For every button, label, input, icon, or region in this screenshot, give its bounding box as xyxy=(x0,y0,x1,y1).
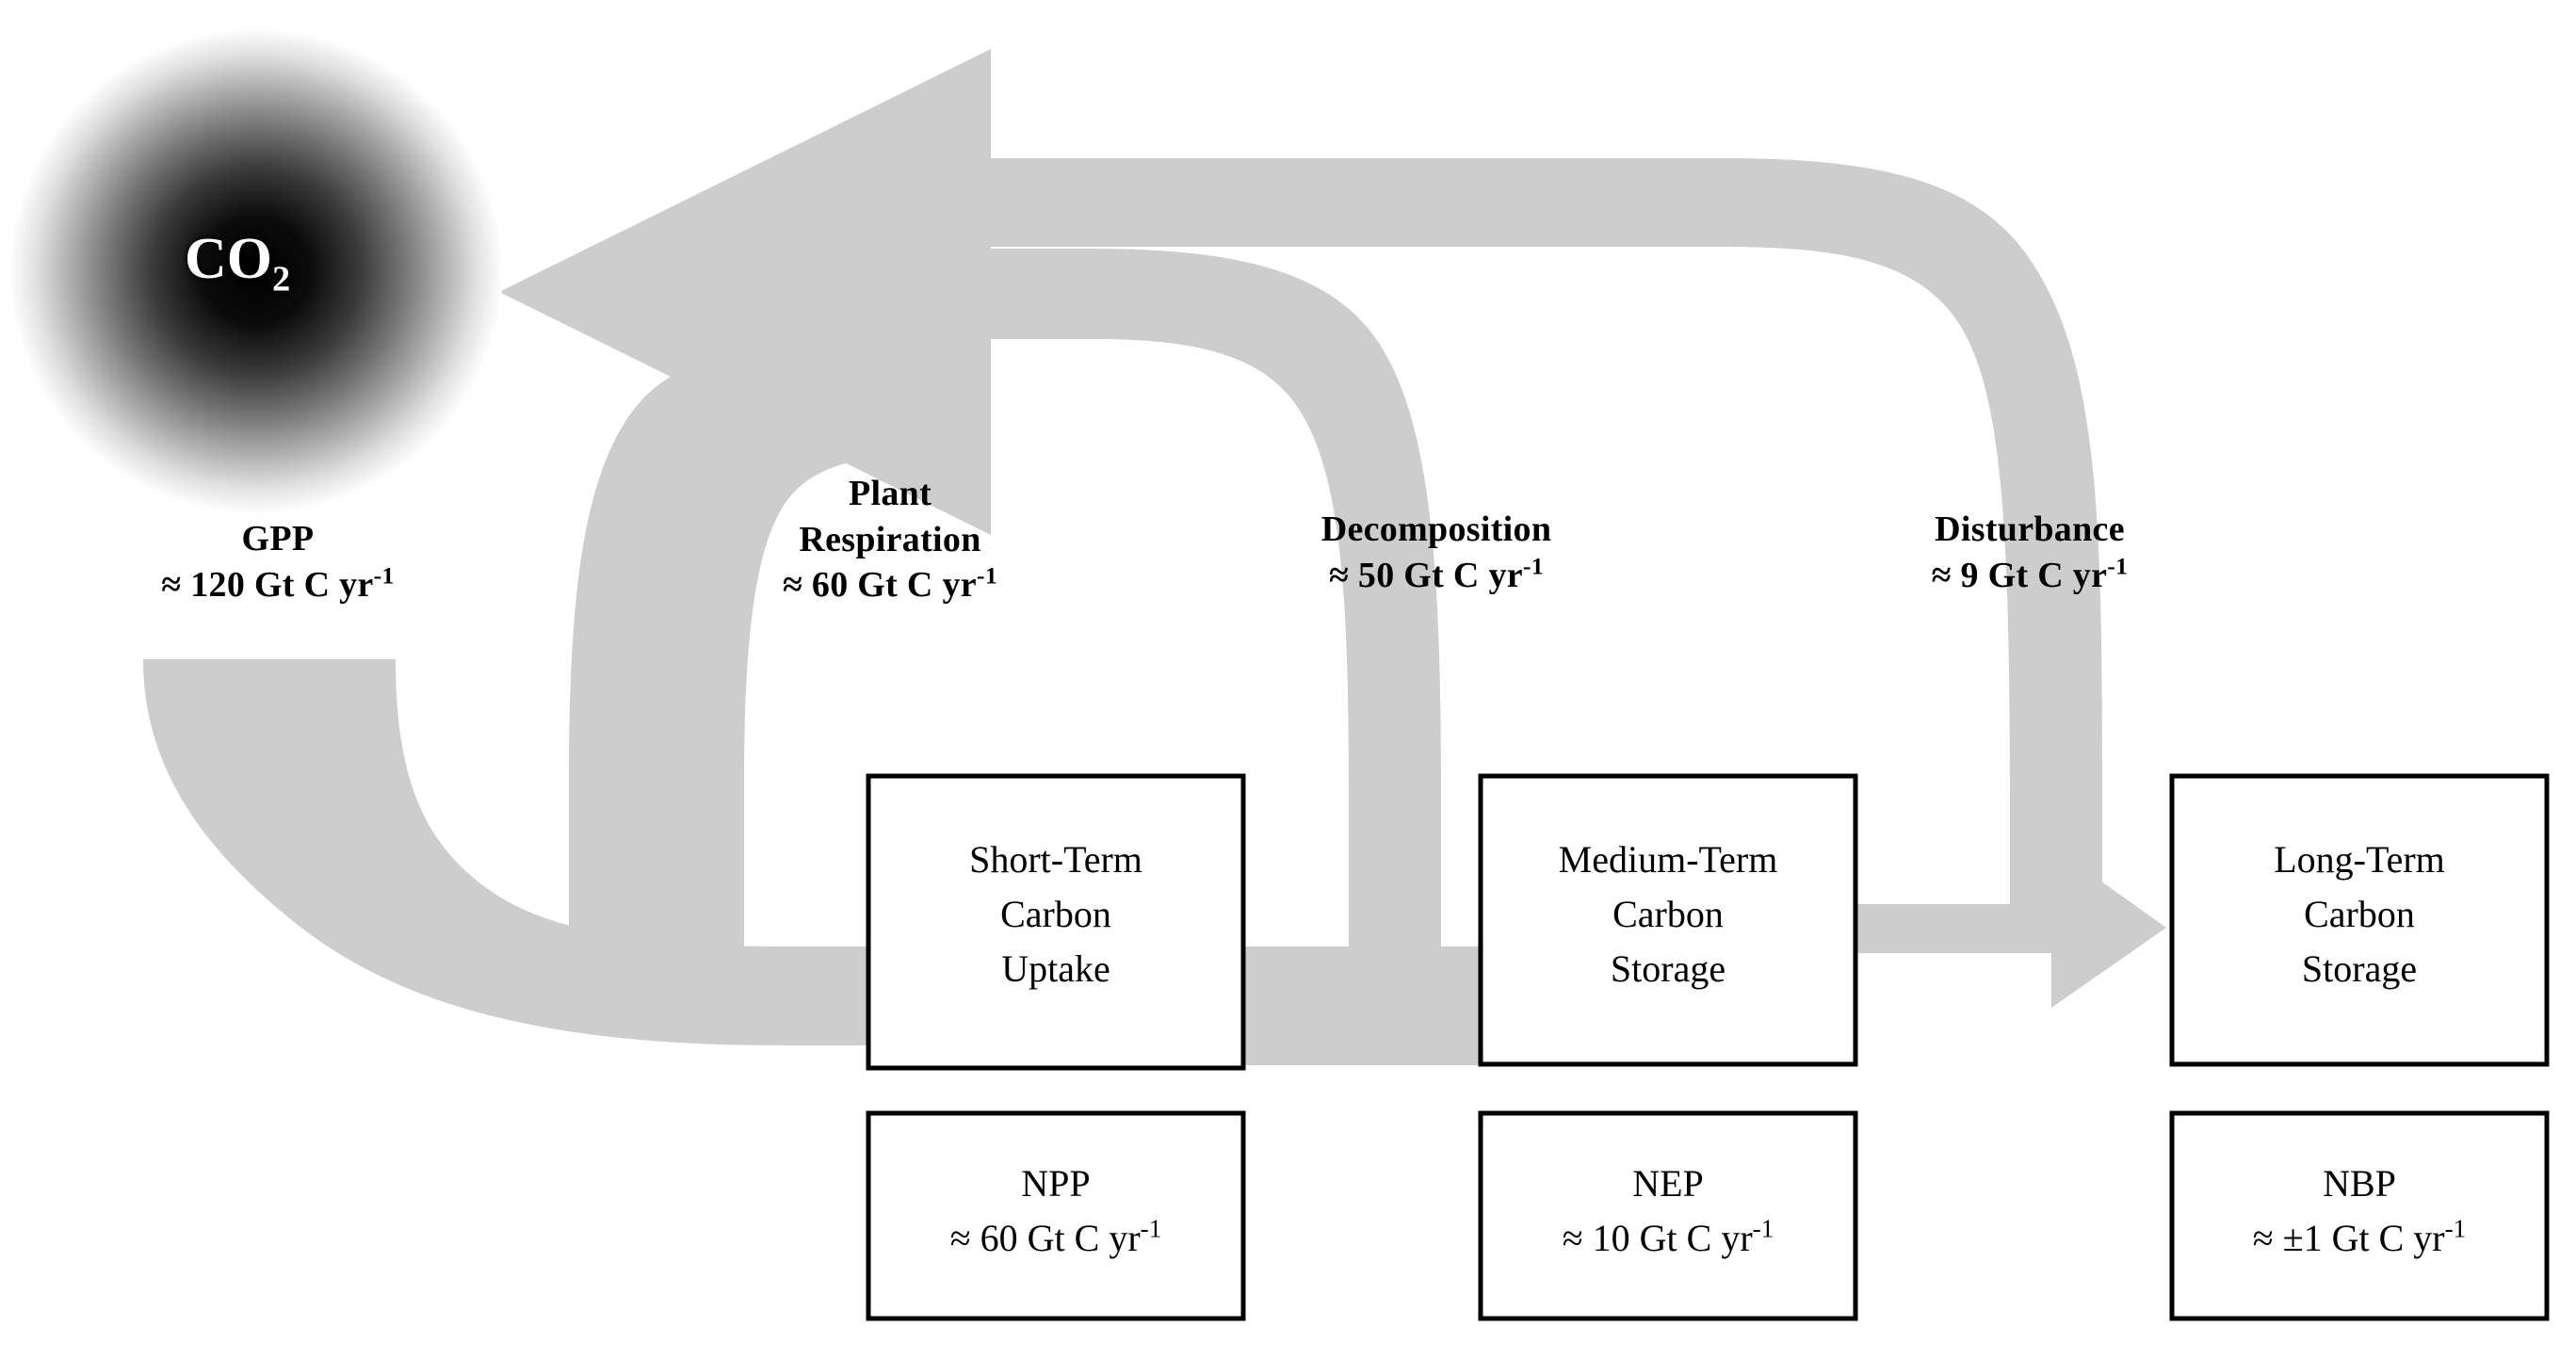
decomposition-name: Decomposition xyxy=(1320,510,1552,549)
medium-term-box[interactable] xyxy=(1478,773,1858,1067)
respiration-name-line2: Respiration xyxy=(799,519,981,559)
disturbance-exponent: -1 xyxy=(2107,551,2129,579)
gpp-exponent: -1 xyxy=(373,560,395,589)
short-term-line-3: Uptake xyxy=(1001,947,1110,990)
nep-box-label: NEP ≈ 10 Gt C yr-1 xyxy=(1481,1157,1855,1266)
gpp-flux-label: GPP ≈ 120 Gt C yr-1 xyxy=(71,516,485,607)
nbp-exponent: -1 xyxy=(2444,1214,2467,1243)
nep-box[interactable] xyxy=(1478,1110,1858,1321)
long-term-line-1: Long-Term xyxy=(2274,838,2445,881)
short-term-box[interactable] xyxy=(866,773,1246,1071)
nep-exponent: -1 xyxy=(1752,1214,1774,1243)
disturbance-flux-label: Disturbance ≈ 9 Gt C yr-1 xyxy=(1841,507,2218,598)
plant-respiration-flow-arrow xyxy=(569,345,942,961)
decomposition-flux-label: Decomposition ≈ 50 Gt C yr-1 xyxy=(1224,507,1648,598)
gpp-name: GPP xyxy=(241,519,315,558)
npp-value: ≈ 60 Gt C yr xyxy=(949,1217,1141,1259)
npp-box[interactable] xyxy=(866,1110,1246,1321)
co2-subscript: 2 xyxy=(272,259,291,299)
short-term-line-2: Carbon xyxy=(1000,893,1111,935)
gpp-flow-arrow xyxy=(143,659,989,1053)
npp-exponent: -1 xyxy=(1140,1214,1162,1243)
co2-return-arrowhead xyxy=(499,49,991,535)
nbp-value-line: ≈ ±1 Gt C yr-1 xyxy=(2172,1211,2547,1266)
npp-value-line: ≈ 60 Gt C yr-1 xyxy=(868,1211,1243,1266)
disturbance-value-line: ≈ 9 Gt C yr-1 xyxy=(1841,553,2218,599)
respiration-exponent: -1 xyxy=(976,561,998,590)
respiration-value: ≈ 60 Gt C yr xyxy=(782,565,977,606)
long-term-line-3: Storage xyxy=(2301,947,2418,990)
disturbance-name: Disturbance xyxy=(1935,510,2125,549)
npp-name: NPP xyxy=(1021,1162,1091,1205)
co2-label-text: CO xyxy=(185,227,272,291)
gpp-value-line: ≈ 120 Gt C yr-1 xyxy=(71,562,485,608)
medium-term-line-1: Medium-Term xyxy=(1558,838,1778,881)
medium-term-line-3: Storage xyxy=(1610,947,1726,990)
decomposition-value-line: ≈ 50 Gt C yr-1 xyxy=(1224,553,1648,599)
disturbance-flow-arrow xyxy=(942,158,2102,946)
respiration-value-line: ≈ 60 Gt C yr-1 xyxy=(702,562,1078,608)
medium-term-box-label: Medium-Term Carbon Storage xyxy=(1481,833,1855,996)
short-term-box-label: Short-Term Carbon Uptake xyxy=(868,833,1243,996)
nep-value: ≈ 10 Gt C yr xyxy=(1562,1217,1753,1259)
decomposition-exponent: -1 xyxy=(1522,551,1545,579)
short-to-medium-connector xyxy=(1236,946,1490,1065)
nbp-value: ≈ ±1 Gt C yr xyxy=(2252,1217,2445,1259)
long-term-box-label: Long-Term Carbon Storage xyxy=(2172,833,2547,996)
decomposition-flow-arrow xyxy=(942,249,1441,951)
long-term-box[interactable] xyxy=(2169,773,2550,1067)
short-term-line-1: Short-Term xyxy=(969,838,1142,881)
nep-value-line: ≈ 10 Gt C yr-1 xyxy=(1481,1211,1855,1266)
plant-respiration-flux-label: Plant Respiration ≈ 60 Gt C yr-1 xyxy=(702,471,1078,608)
nbp-box[interactable] xyxy=(2169,1110,2550,1321)
respiration-name: Plant xyxy=(848,474,932,513)
disturbance-value: ≈ 9 Gt C yr xyxy=(1931,555,2108,595)
nep-name: NEP xyxy=(1632,1162,1704,1205)
gpp-value: ≈ 120 Gt C yr xyxy=(161,564,374,605)
nbp-box-label: NBP ≈ ±1 Gt C yr-1 xyxy=(2172,1157,2547,1266)
nbp-name: NBP xyxy=(2323,1162,2396,1205)
co2-label: CO2 xyxy=(185,226,290,299)
medium-term-line-2: Carbon xyxy=(1612,893,1724,935)
medium-to-long-arrow xyxy=(1848,846,2166,1008)
long-term-line-2: Carbon xyxy=(2304,893,2415,935)
decomposition-value: ≈ 50 Gt C yr xyxy=(1328,555,1523,595)
npp-box-label: NPP ≈ 60 Gt C yr-1 xyxy=(868,1157,1243,1266)
co2-blob xyxy=(9,28,503,514)
